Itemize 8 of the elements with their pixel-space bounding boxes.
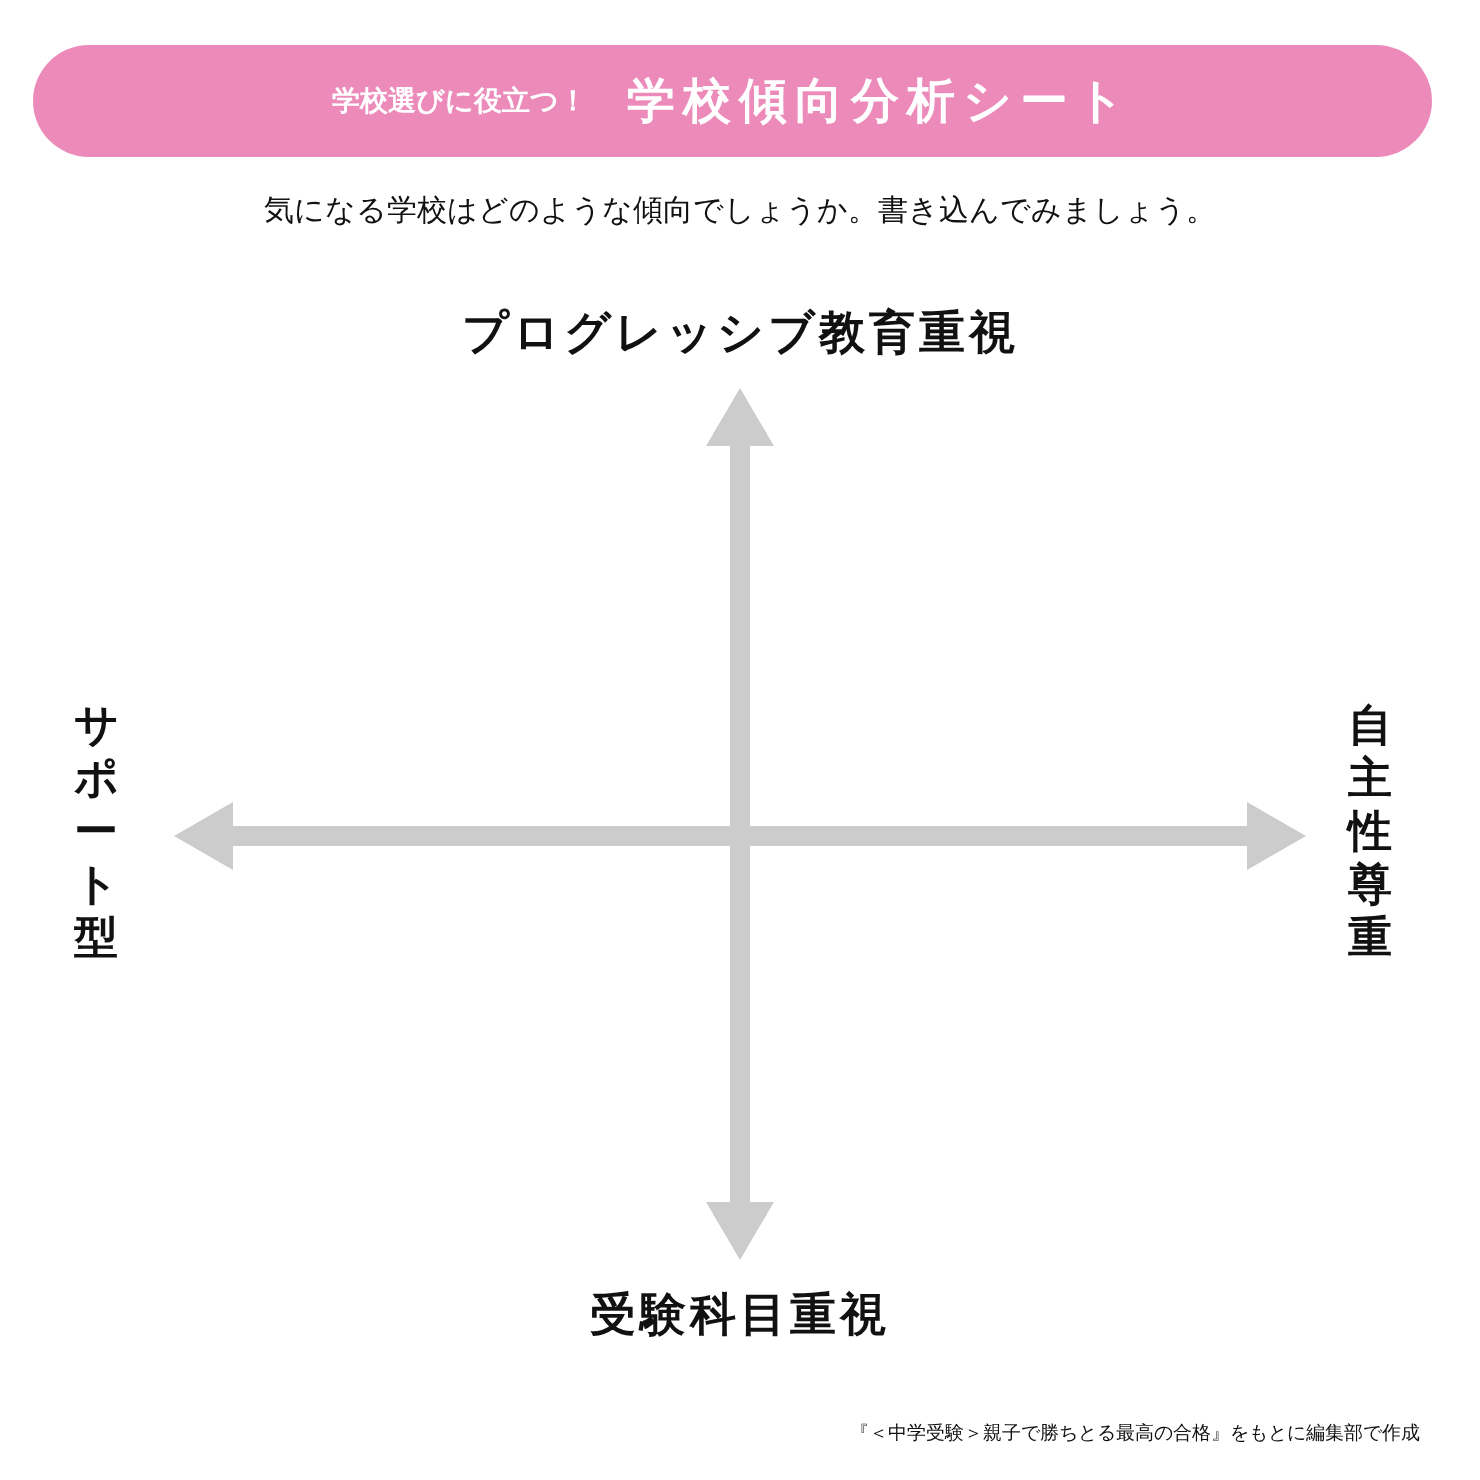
source-note: 『＜中学受験＞親子で勝ちとる最高の合格』をもとに編集部で作成 bbox=[850, 1420, 1420, 1445]
axis-label: 自主性尊重 bbox=[1345, 698, 1393, 963]
axis-label: サポート型 bbox=[72, 698, 120, 963]
banner-tagline: 学校選びに役立つ！ bbox=[332, 83, 587, 119]
instruction-text: 気になる学校はどのような傾向でしょうか。書き込んでみましょう。 bbox=[263, 191, 1217, 229]
axis-label: 受験科目重視 bbox=[589, 1286, 891, 1343]
banner-title: 学校傾向分析シート bbox=[627, 71, 1133, 130]
axis-label: プログレッシブ教育重視 bbox=[460, 304, 1020, 361]
